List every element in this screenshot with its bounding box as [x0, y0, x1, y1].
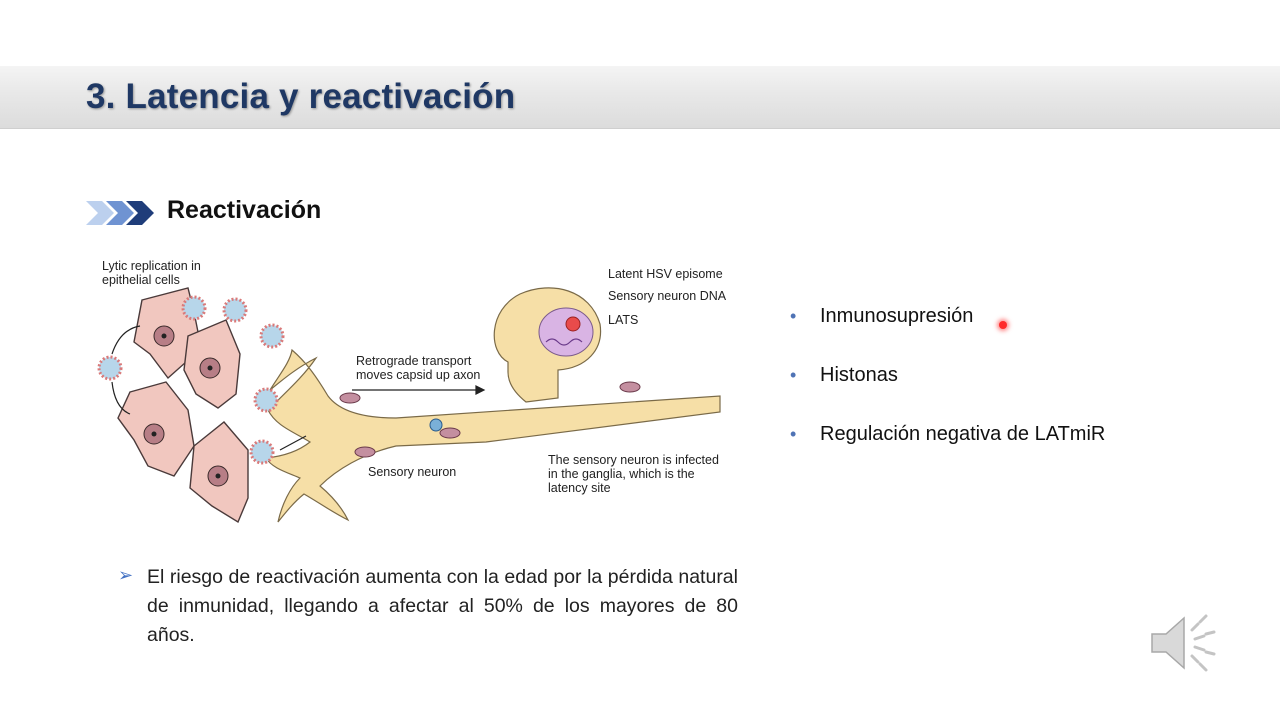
factor-bullet-list: • Inmunosupresión • Histonas • Regulación n… — [790, 300, 1105, 477]
section-subtitle: Reactivación — [167, 196, 322, 224]
bullet-dot-icon: • — [790, 424, 797, 444]
sensory-neuron-label: Sensory neuron — [368, 465, 456, 479]
note-text: El riesgo de reactivación aumenta con la… — [147, 566, 738, 646]
title-band — [0, 66, 1280, 129]
triple-chevron-icon — [86, 201, 154, 225]
lytic-replication-label-1: Lytic replication in — [102, 259, 201, 273]
sensory-neuron — [264, 287, 721, 523]
neuron-dna-label: Sensory neuron DNA — [608, 289, 727, 303]
lats-label: LATS — [608, 313, 638, 327]
bullet-dot-icon: • — [790, 365, 797, 385]
bullet-text: Histonas — [820, 364, 898, 386]
ganglia-label-2: in the ganglia, which is the — [548, 467, 695, 481]
arrow-bullet-icon: ➢ — [118, 565, 134, 585]
ganglia-label-3: latency site — [548, 481, 611, 495]
bullet-item: • Inmunosupresión — [790, 300, 1105, 359]
bullet-item: • Regulación negativa de LATmiR — [790, 418, 1105, 477]
latent-episome-label: Latent HSV episome — [608, 267, 723, 281]
retrograde-transport-label-1: Retrograde transport — [356, 354, 472, 368]
note-paragraph: ➢ El riesgo de reactivación aumenta con … — [118, 563, 738, 650]
laser-pointer-icon — [999, 321, 1007, 329]
bullet-text: Regulación negativa de LATmiR — [820, 423, 1106, 445]
diagram-arrows — [111, 325, 486, 451]
virus-particles — [97, 295, 443, 465]
bullet-item: • Histonas — [790, 359, 1105, 418]
bullet-text: Inmunosupresión — [820, 305, 974, 327]
bullet-dot-icon: • — [790, 306, 797, 326]
epithelial-cells — [117, 287, 249, 524]
ganglia-label-1: The sensory neuron is infected — [548, 453, 719, 467]
retrograde-transport-label-2: moves capsid up axon — [356, 368, 480, 382]
hsv-reactivation-diagram: Lytic replication in epithelial cells La… — [97, 259, 727, 524]
speaker-icon[interactable] — [1148, 612, 1216, 674]
slide-title: 3. Latencia y reactivación — [86, 77, 516, 116]
lytic-replication-label-2: epithelial cells — [102, 273, 180, 287]
